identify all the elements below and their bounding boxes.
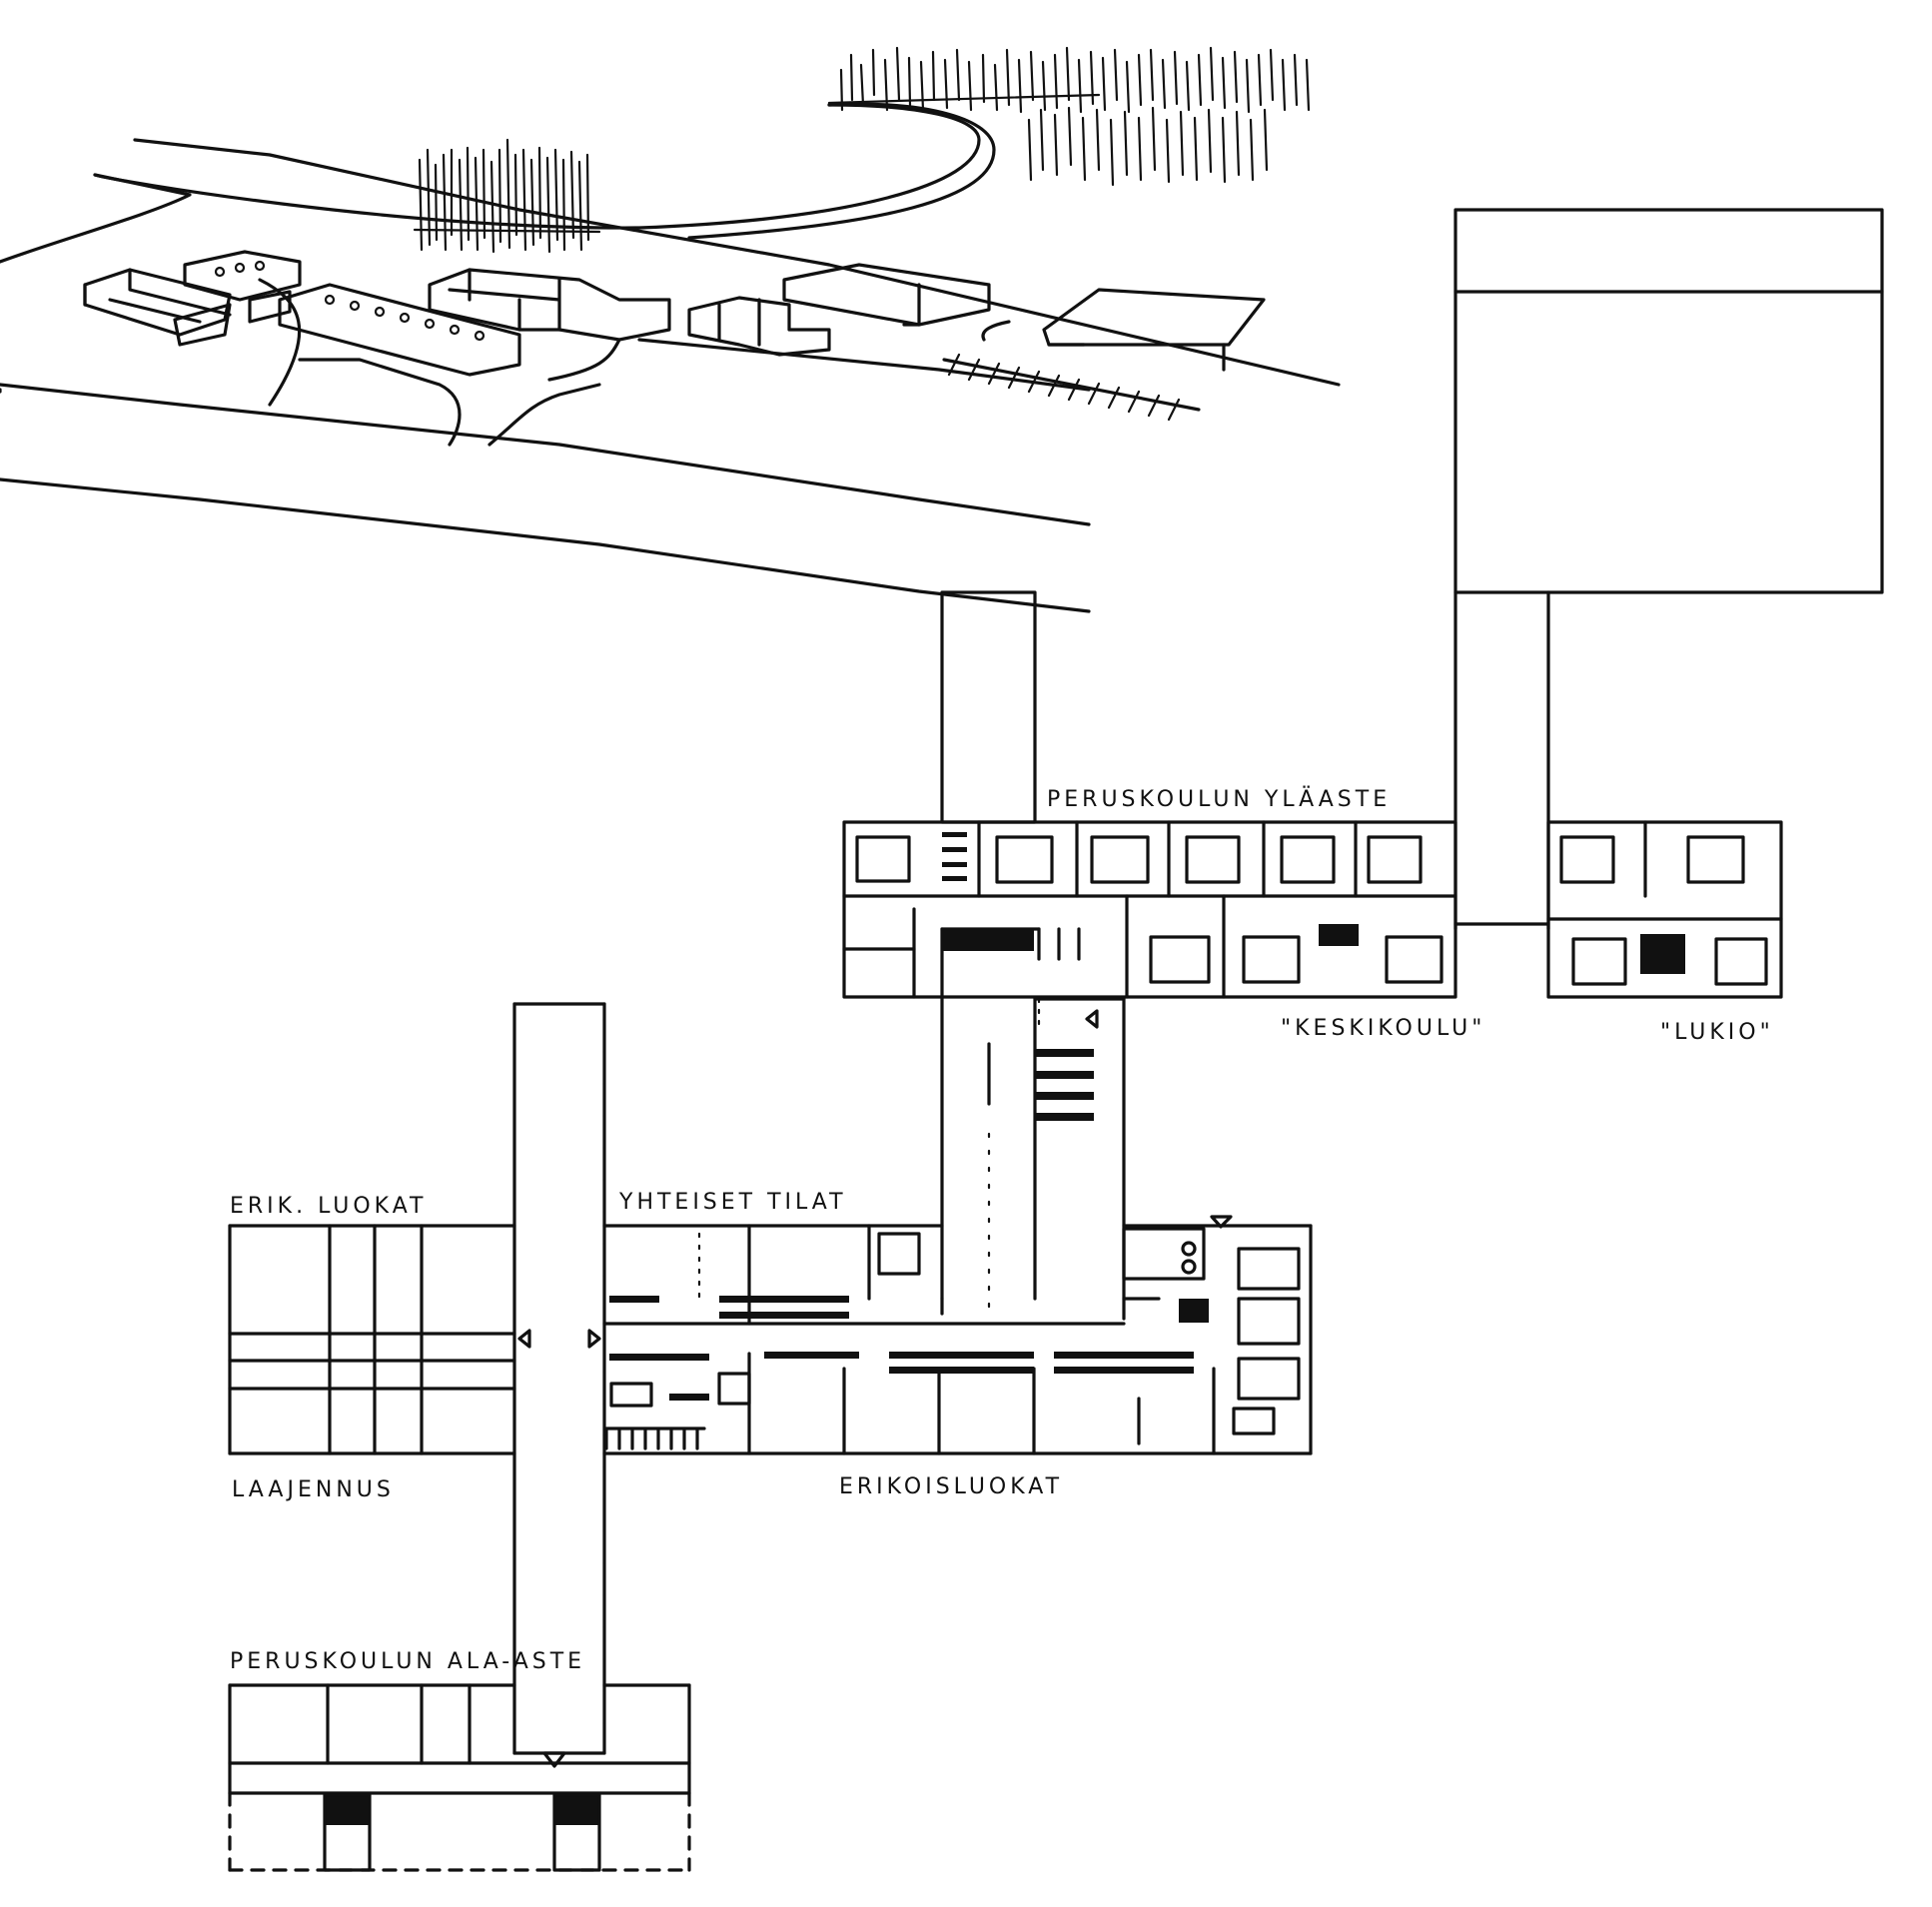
- label-laajennus: LAAJENNUS: [232, 1477, 395, 1502]
- ylaaste-block: [842, 820, 1550, 1301]
- ala-aste-block: [228, 1683, 691, 1872]
- spine-corridor: [512, 1002, 606, 1755]
- main-block: [228, 1009, 1313, 1740]
- central-hall: [940, 997, 1126, 1321]
- school-buildings-sketch: [83, 250, 1266, 422]
- trees-right: [827, 46, 1311, 187]
- roads: [0, 102, 1341, 613]
- label-lukio: "LUKIO": [1660, 1020, 1774, 1045]
- label-keskikoulu: "KESKIKOULU": [1281, 1016, 1485, 1041]
- label-yhteiset-tilat: YHTEISET TILAT: [618, 1190, 847, 1215]
- label-erik-luokat: ERIK. LUOKAT: [230, 1194, 428, 1219]
- label-peruskoulun-ala-aste: PERUSKOULUN ALA-ASTE: [230, 1649, 585, 1674]
- floor-plan: PERUSKOULUN YLÄASTE "KESKIKOULU" "LUKIO"…: [228, 208, 1884, 1872]
- lukio-block: [1546, 820, 1783, 999]
- site-perspective-sketch: [0, 46, 1341, 613]
- upper-corridor: [940, 590, 1037, 824]
- label-erikoisluokat: ERIKOISLUOKAT: [839, 1474, 1063, 1499]
- trees-left: [413, 138, 601, 254]
- label-peruskoulun-ylaaste: PERUSKOULUN YLÄASTE: [1047, 786, 1391, 812]
